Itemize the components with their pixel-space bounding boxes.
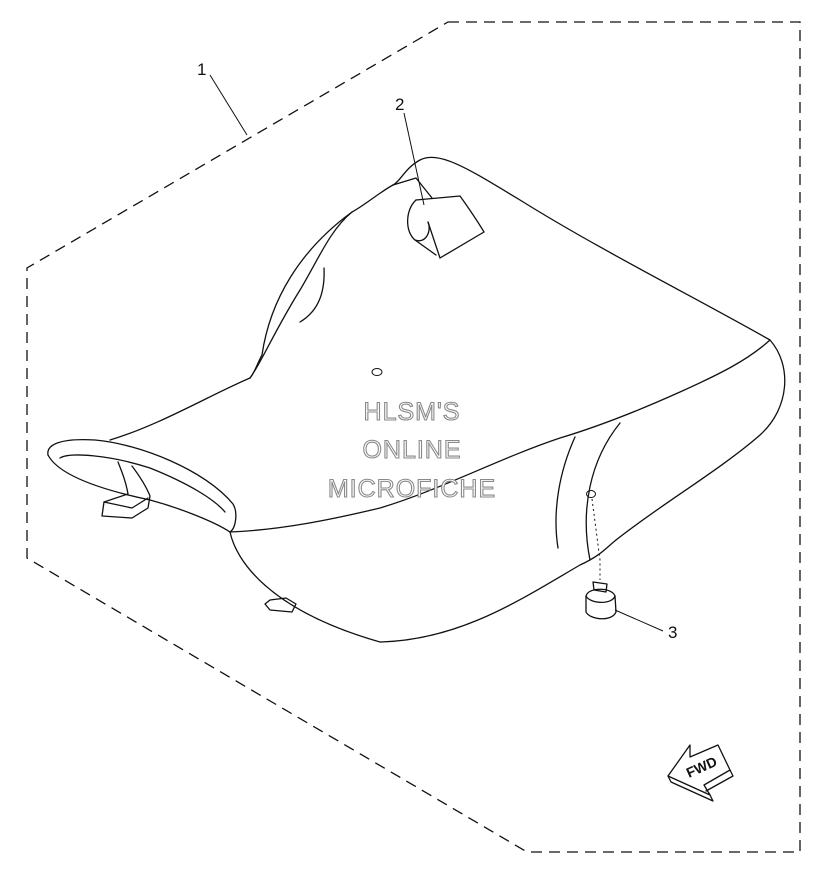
watermark-line-1: HLSM'S — [364, 398, 461, 426]
damper-part-3 — [585, 581, 617, 620]
leader-line-2 — [403, 112, 425, 206]
watermark-line-2: ONLINE — [362, 436, 461, 464]
watermark: HLSM'S ONLINE MICROFICHE — [327, 397, 496, 503]
assembly-boundary — [26, 21, 801, 853]
leader-line-3 — [614, 609, 664, 632]
watermark-line-3: MICROFICHE — [328, 475, 496, 503]
seat-assembly — [47, 156, 786, 643]
callout-number-1: 1 — [197, 60, 206, 79]
callout-number-3: 3 — [668, 623, 677, 642]
fwd-label: FWD — [684, 753, 720, 781]
leader-line-1 — [209, 74, 248, 136]
callout-number-2: 2 — [395, 95, 404, 114]
forward-arrow-icon: FWD — [667, 744, 734, 802]
